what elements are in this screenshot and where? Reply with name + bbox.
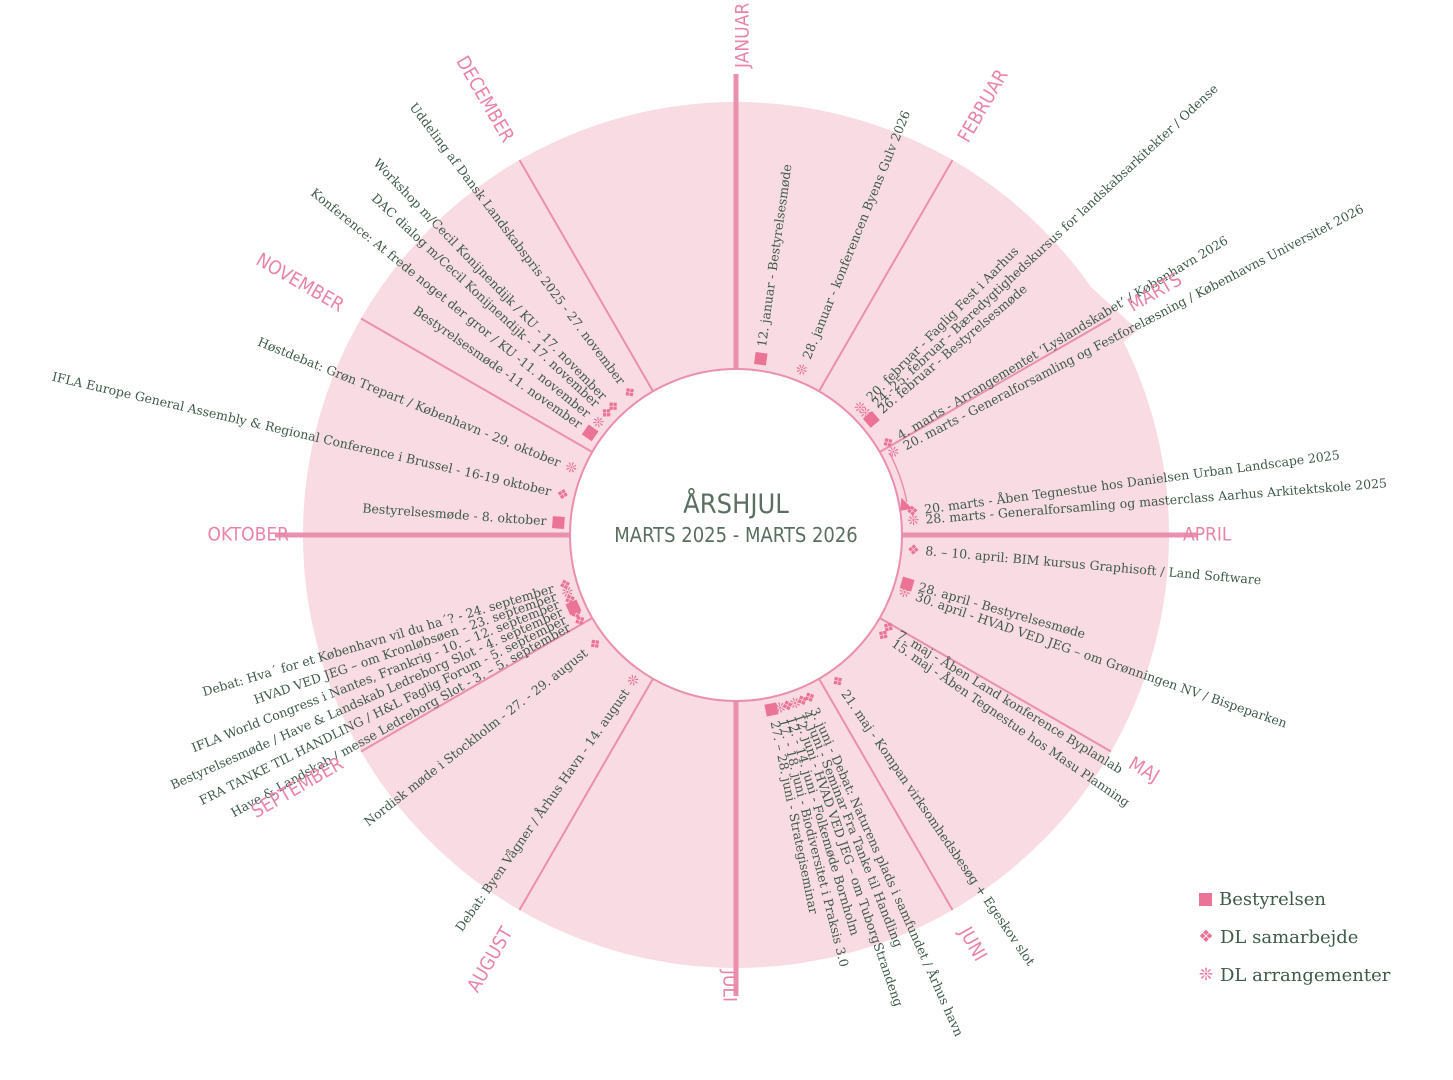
board-marker-icon xyxy=(764,702,779,717)
month-label: DECEMBER xyxy=(451,52,518,146)
collab-marker-icon: ❖ xyxy=(906,542,920,559)
dl-marker-icon: ❊ xyxy=(784,695,803,712)
collab-marker-icon: ❖ xyxy=(555,486,571,504)
board-marker-icon xyxy=(899,576,915,592)
ring-band xyxy=(303,102,1169,968)
current-arc xyxy=(888,452,908,502)
current-period-wedge xyxy=(916,286,1138,510)
month-divider xyxy=(879,317,1112,453)
collab-marker-icon: ❖ xyxy=(799,689,819,707)
board-marker-icon xyxy=(581,424,599,442)
current-arrow-icon xyxy=(900,497,913,511)
collab-marker-icon: ❖ xyxy=(777,697,796,714)
month-divider xyxy=(818,678,954,911)
center-subtitle: MARTS 2025 - MARTS 2026 xyxy=(614,523,858,547)
month-divider xyxy=(818,159,954,392)
dl-marker-icon: ❊ xyxy=(560,583,577,602)
month-label: JANUAR xyxy=(732,3,754,69)
month-label: JUNI xyxy=(954,922,991,965)
board-marker-icon xyxy=(565,599,582,616)
month-divider xyxy=(360,317,593,453)
month-divider xyxy=(360,617,593,753)
board-marker-icon xyxy=(753,351,768,366)
month-label: MAJ xyxy=(1125,753,1163,788)
collab-marker-icon: ❖ xyxy=(557,576,574,595)
dl-marker-icon: ❊ xyxy=(896,583,913,602)
dl-marker-icon: ❊ xyxy=(907,513,920,530)
legend-label: Bestyrelsen xyxy=(1219,888,1327,910)
collab-marker-icon: ❖ xyxy=(562,590,580,609)
month-label: AUGUST xyxy=(463,923,518,996)
diamond-cluster-icon: ❖ xyxy=(1198,927,1214,947)
collab-marker-icon: ❖ xyxy=(905,503,920,521)
month-label: JULI xyxy=(719,969,741,1002)
month-divider xyxy=(879,617,1112,753)
asterisk-flower-icon: ❊ xyxy=(1198,965,1214,985)
month-label: APRIL xyxy=(1183,524,1232,546)
center-title: ÅRSHJUL xyxy=(683,488,789,520)
center-label: ÅRSHJUL MARTS 2025 - MARTS 2026 xyxy=(614,488,858,547)
month-dividers xyxy=(275,74,1197,996)
month-divider xyxy=(518,678,654,911)
month-label: FEBRUAR xyxy=(954,66,1013,147)
board-marker-icon xyxy=(552,516,565,529)
square-icon xyxy=(1199,892,1212,906)
legend-label: DL samarbejde xyxy=(1220,926,1359,948)
legend: Bestyrelsen ❖ DL samarbejde ❊ DL arrange… xyxy=(1196,880,1390,994)
month-divider xyxy=(518,159,654,392)
legend-item-board: Bestyrelsen xyxy=(1196,880,1390,918)
legend-item-collab: ❖ DL samarbejde xyxy=(1196,918,1390,956)
legend-label: DL arrangementer xyxy=(1220,964,1391,986)
collab-marker-icon: ❖ xyxy=(791,692,810,710)
legend-item-dl: ❊ DL arrangementer xyxy=(1196,956,1390,994)
month-label: NOVEMBER xyxy=(252,249,348,317)
month-label: OKTOBER xyxy=(208,524,290,546)
board-marker-icon xyxy=(862,410,880,428)
